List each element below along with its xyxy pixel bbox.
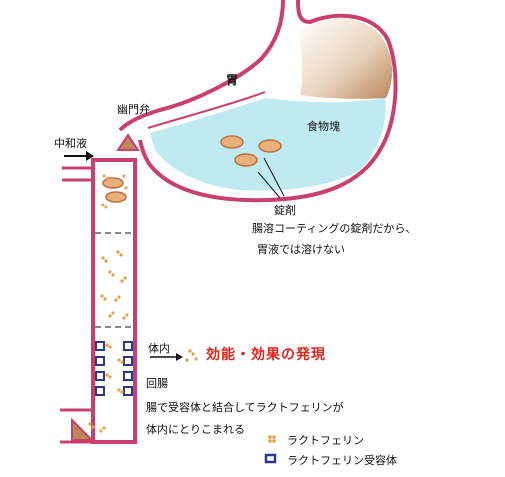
ileum-junction [60,408,93,444]
legend-lactoferrin-label: ラクトフェリン [287,434,364,447]
receptor [123,371,133,381]
absorb-note-line2: 体内にとりこまれる [146,423,245,436]
coating-note-line2: 胃液では溶けない [257,243,345,256]
receptor [95,356,105,366]
receptor [95,386,105,396]
legend-lactoferrin-symbol [268,435,276,443]
ileum-label: 回腸 [146,377,168,390]
stomach-tablets [220,135,282,167]
tablet [258,139,282,153]
absorb-note-line1: 腸で受容体と結合してラクトフェリンが [146,401,344,414]
stomach-wall-inner [147,91,266,129]
ileum-lactoferrin [88,422,106,433]
neutralizer-label: 中和液 [54,137,87,150]
inside-body-label: 体内 [148,342,170,355]
legend-receptor-label: ラクトフェリン受容体 [287,454,397,467]
receptor [123,341,133,351]
tablet-pointer [263,157,285,197]
tablet [102,177,124,189]
pylorus-valve [116,133,140,151]
intestine-bottom-valve [71,417,95,441]
food-mass-label: 食物塊 [307,120,340,133]
coating-note-line1: 腸溶コーティングの錠剤だから、 [252,222,417,235]
duodenum-tablets [102,177,127,203]
bound-lactoferrin [105,343,124,394]
legend-receptor-symbol [264,453,277,464]
effect-dots [185,349,198,362]
tablet-pointer [257,171,281,199]
stomach-wall-outer-right [138,0,398,203]
receptor [95,371,105,381]
stomach-label: 胃 [226,73,239,87]
tablet [105,191,127,203]
receptor [123,386,133,396]
duodenum-dots [101,174,128,209]
neutralizer-arrow [64,151,94,161]
stomach-wall-outer [118,0,285,132]
receptor [95,341,105,351]
receptor [123,356,133,366]
tablet-label: 錠剤 [274,204,296,217]
body-arrow [150,353,183,361]
tablet [220,135,244,149]
effect-label: 効能・効果の発現 [206,347,326,363]
intestine-lactoferrin [100,250,129,320]
tablet [234,153,258,167]
receptors [95,341,133,396]
stomach-fundus-shading [300,18,393,99]
pylorus-label: 幽門弁 [117,103,150,116]
